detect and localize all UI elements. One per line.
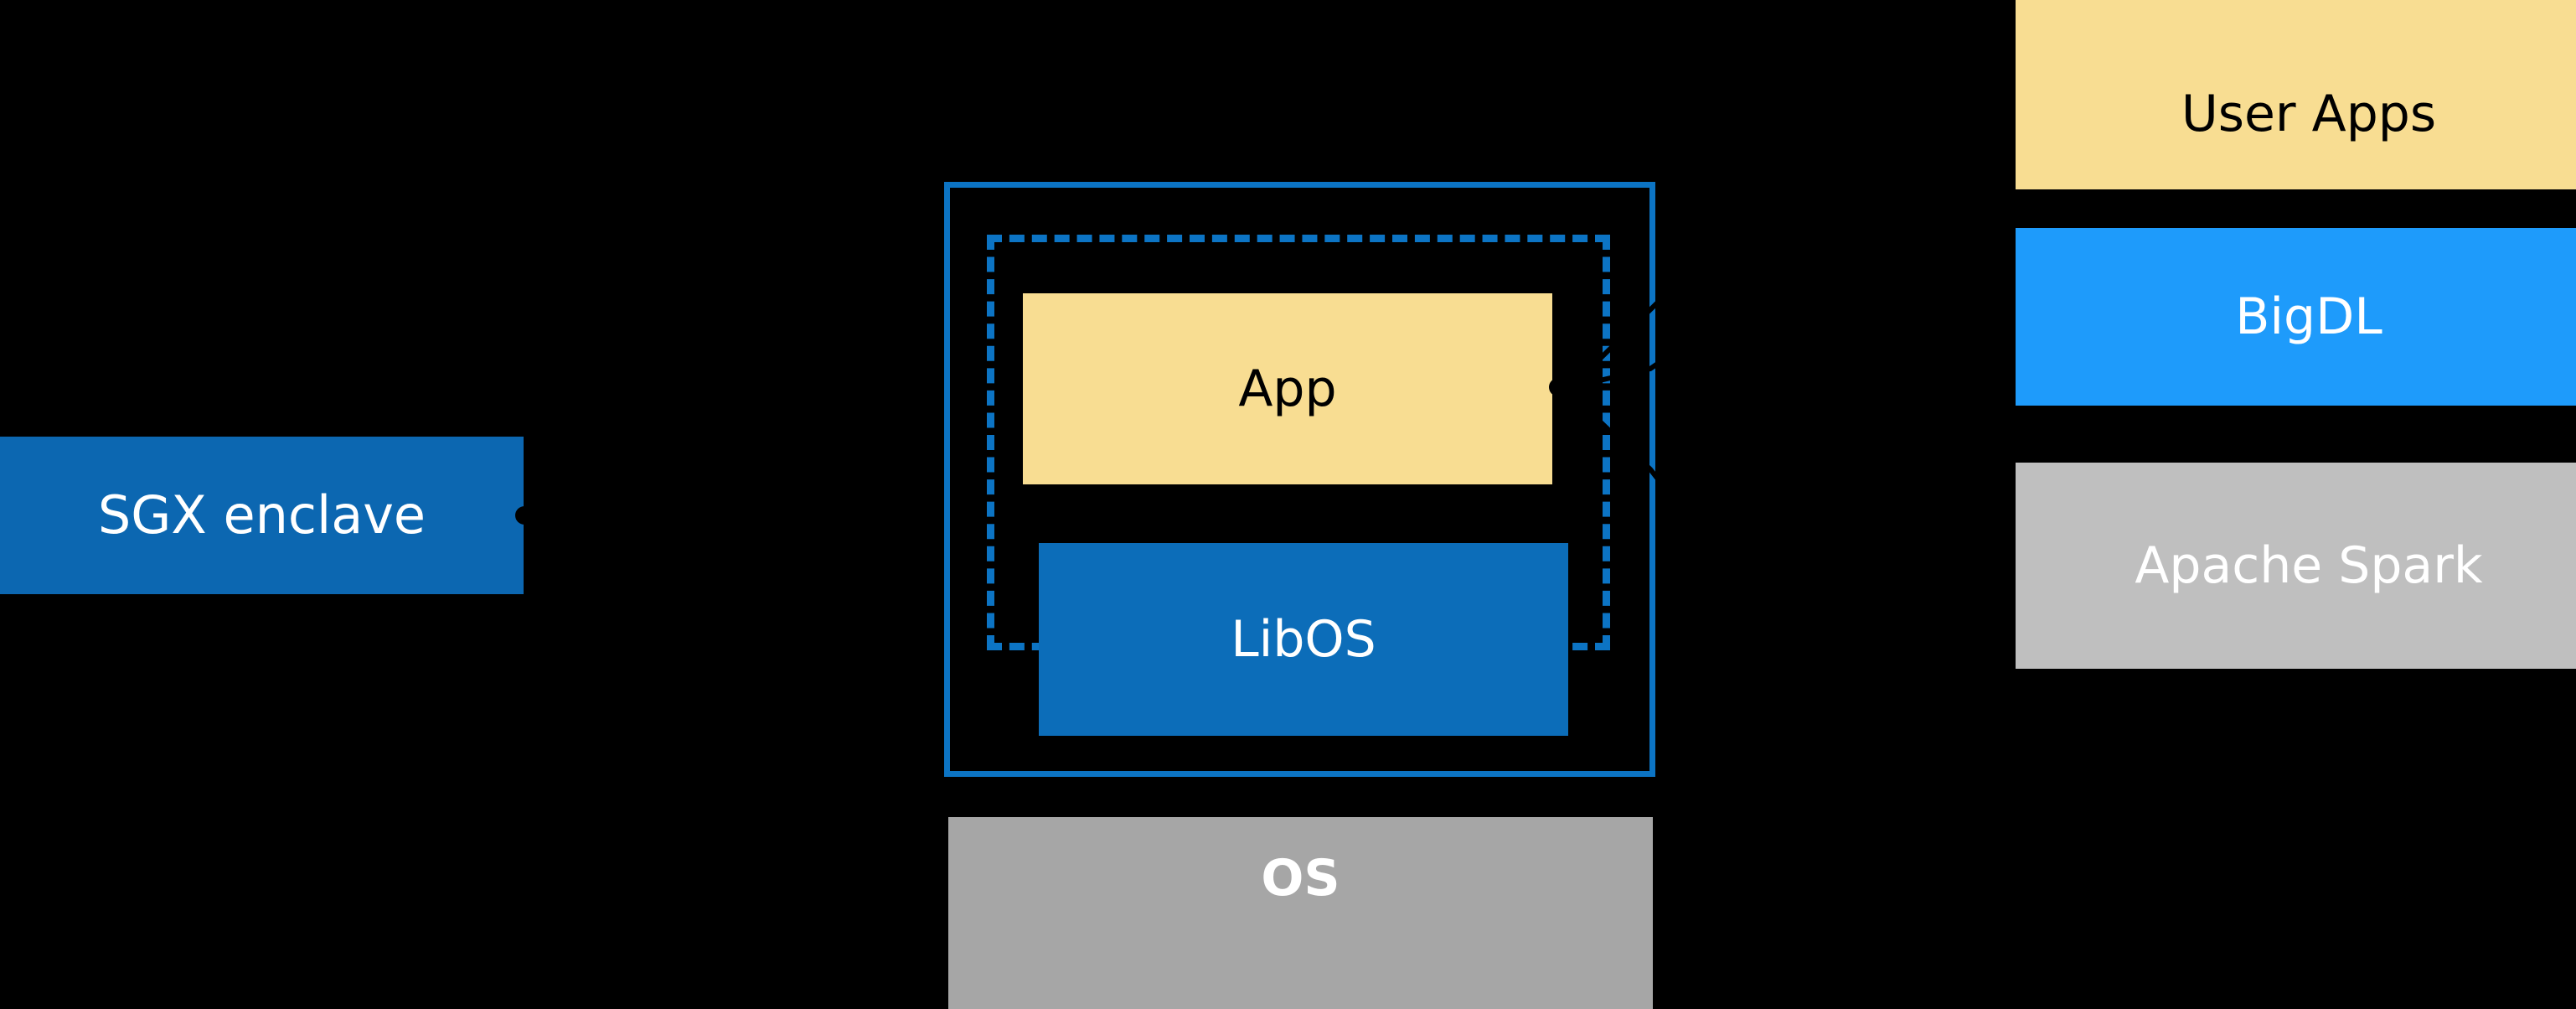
app-label: App (1238, 359, 1337, 418)
libos-label: LibOS (1231, 609, 1376, 669)
app-box[interactable]: App (1023, 293, 1552, 484)
sgx-enclave-label: SGX enclave (97, 484, 426, 546)
user-apps-box[interactable]: User Apps (2016, 0, 2576, 189)
apache-spark-label: Apache Spark (2135, 536, 2483, 595)
apache-spark-box[interactable]: Apache Spark (2016, 463, 2576, 669)
sgx-enclave-box[interactable]: SGX enclave (0, 437, 524, 594)
libos-box[interactable]: LibOS (1039, 543, 1568, 736)
os-box[interactable]: OS (948, 817, 1653, 1009)
bigdl-label: BigDL (2235, 287, 2382, 346)
user-apps-label: User Apps (2181, 85, 2437, 143)
sgx-enclave-connector (515, 506, 944, 525)
os-label: OS (1261, 849, 1340, 908)
bigdl-box[interactable]: BigDL (2016, 228, 2576, 406)
